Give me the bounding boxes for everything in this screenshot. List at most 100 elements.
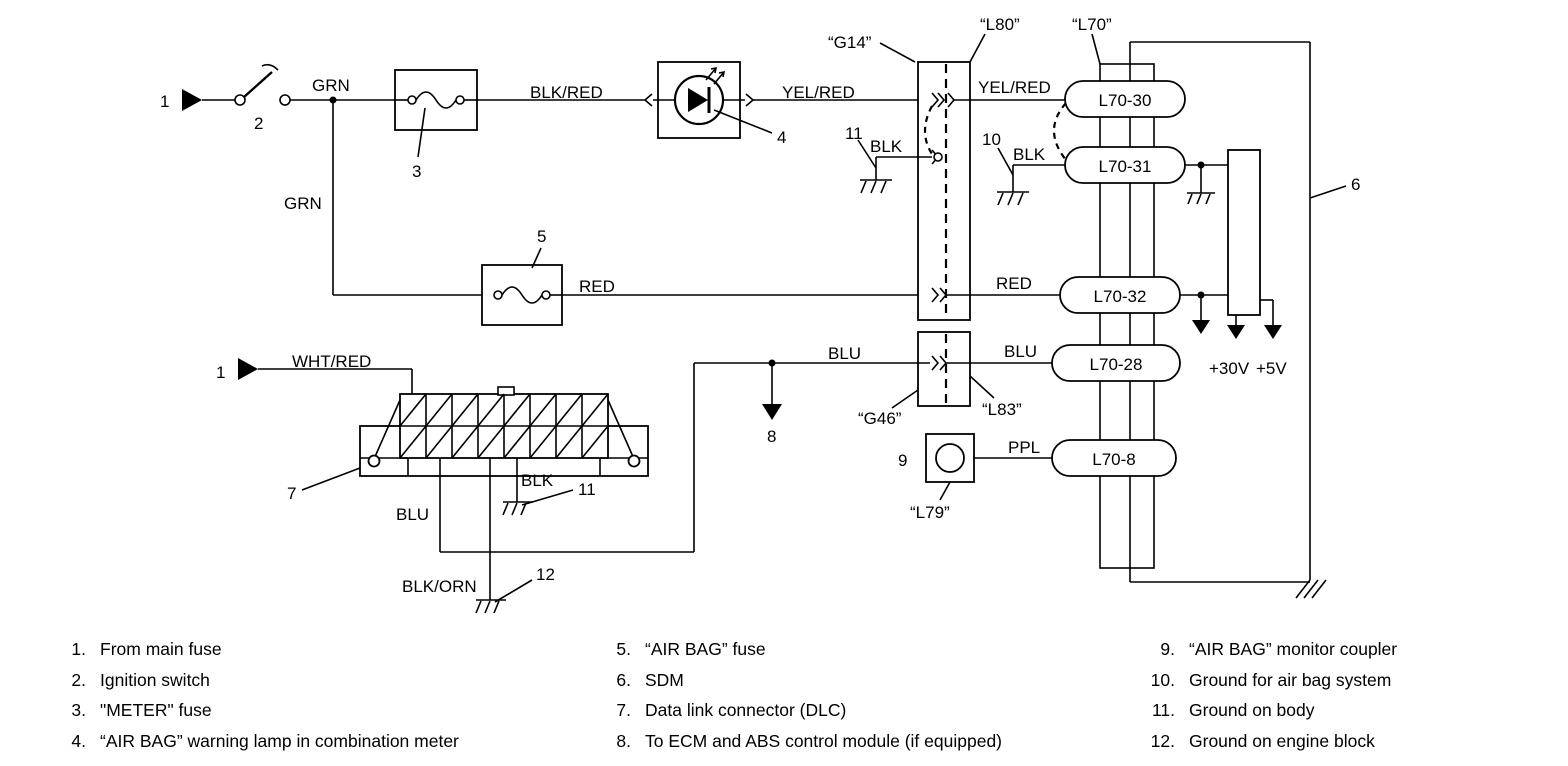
- legend-item-number: 9.: [1160, 639, 1175, 659]
- connector-g46-l83: [891, 331, 995, 409]
- wire-label-blu-2: BLU: [1004, 342, 1037, 361]
- connector-label-l83: “L83”: [982, 400, 1022, 419]
- legend-item-number: 11.: [1151, 700, 1175, 720]
- main-fuse-input-bottom: [238, 358, 413, 394]
- callout-2: 2: [254, 114, 263, 133]
- wire-label-blk-dlc: BLK: [521, 471, 554, 490]
- airbag-warning-lamp: [643, 61, 773, 139]
- wire-label-yel-red-1: YEL/RED: [782, 83, 855, 102]
- legend-item-number: 3.: [71, 700, 86, 720]
- legend-item-number: 10.: [1150, 669, 1175, 690]
- legend-item: 1. From main fuse: [68, 634, 459, 665]
- legend-item-text: Ignition switch: [100, 669, 210, 690]
- legend-item: 10. Ground for air bag system: [1146, 665, 1397, 696]
- legend-item: 7. Data link connector (DLC): [613, 695, 1002, 726]
- legend-item-text: Ground on engine block: [1189, 730, 1375, 751]
- terminal-l70-32: L70-32: [1059, 276, 1181, 314]
- connector-label-l70: “L70”: [1072, 15, 1112, 34]
- legend-item: 6. SDM: [613, 665, 1002, 696]
- wire-label-blu-dlc: BLU: [396, 505, 429, 524]
- wire-label-wht-red: WHT/RED: [292, 352, 371, 371]
- wire-label-blk-11: BLK: [870, 137, 903, 156]
- legend-column-1: 1. From main fuse 2. Ignition switch 3. "ME…: [68, 634, 459, 756]
- legend-item-text: “AIR BAG” warning lamp in combination me…: [100, 730, 459, 751]
- legend-item: 11. Ground on body: [1146, 695, 1397, 726]
- callout-3: 3: [412, 162, 421, 181]
- voltage-label-30v: +30V: [1209, 359, 1250, 378]
- legend-item-text: Ground on body: [1189, 700, 1315, 720]
- wire-label-red-2: RED: [996, 274, 1032, 293]
- callout-7: 7: [287, 484, 296, 503]
- connector-label-l80: “L80”: [980, 15, 1020, 34]
- callout-9: 9: [898, 451, 907, 470]
- ignition-switch: [243, 63, 291, 106]
- callout-6: 6: [1351, 175, 1360, 194]
- connector-label-g14: “G14”: [828, 33, 872, 52]
- ground-airbag-system-10: [997, 147, 1065, 206]
- airbag-fuse: [481, 247, 563, 326]
- ground-on-body-11-dlc: [502, 458, 574, 516]
- legend-item-number: 7.: [616, 700, 631, 720]
- legend-item-number: 1.: [71, 639, 86, 659]
- legend-item: 3. "METER" fuse: [68, 695, 459, 726]
- legend-item: 5.“AIR BAG” fuse: [613, 634, 1002, 665]
- terminal-label: L70-8: [1092, 450, 1135, 469]
- legend-item-text: SDM: [645, 669, 684, 690]
- wire-label-yel-red-2: YEL/RED: [978, 78, 1051, 97]
- wire-label-red-1: RED: [579, 277, 615, 296]
- legend-item: 9. “AIR BAG” monitor coupler: [1146, 634, 1397, 665]
- ground-on-body-11-top: [857, 139, 932, 194]
- callout-4: 4: [777, 128, 786, 147]
- legend-item: 12. Ground on engine block: [1146, 726, 1397, 757]
- wire-label-blk-red: BLK/RED: [530, 83, 603, 102]
- connector-label-l79: “L79”: [910, 503, 950, 522]
- terminal-l70-8: L70-8: [1051, 439, 1177, 477]
- callout-11-dlc: 11: [578, 480, 596, 499]
- legend-item-number: 6.: [616, 669, 631, 690]
- meter-fuse: [394, 69, 478, 158]
- wire-label-grn-left: GRN: [284, 194, 322, 213]
- legend-item: 4. “AIR BAG” warning lamp in combination …: [68, 726, 459, 757]
- legend-item-text: To ECM and ABS control module (if equipp…: [645, 730, 1002, 751]
- callout-1-top: 1: [160, 92, 169, 111]
- wire-label-ppl: PPL: [1008, 438, 1040, 457]
- callout-11-top: 11: [845, 124, 863, 143]
- legend-item-number: 2.: [71, 669, 86, 690]
- legend-item: 2. Ignition switch: [68, 665, 459, 696]
- ground-engine-block-12: [475, 458, 533, 614]
- terminal-l70-28: L70-28: [1051, 344, 1181, 382]
- legend-item: 8. To ECM and ABS control module (if equi…: [613, 726, 1002, 757]
- legend-item-number: 5.: [616, 639, 631, 659]
- airbag-monitor-coupler: [925, 433, 1052, 501]
- legend-item-number: 12.: [1150, 730, 1175, 751]
- terminal-label: L70-28: [1090, 355, 1143, 374]
- callout-5: 5: [537, 227, 546, 246]
- connector-label-g46: “G46”: [858, 409, 902, 428]
- legend-item-text: “AIR BAG” monitor coupler: [1189, 639, 1398, 659]
- legend-item-number: 4.: [71, 730, 86, 751]
- main-fuse-input-top: [182, 89, 246, 111]
- terminal-label: L70-30: [1099, 91, 1152, 110]
- terminal-label: L70-31: [1099, 157, 1152, 176]
- terminal-label: L70-32: [1094, 287, 1147, 306]
- terminal-l70-31: L70-31: [1064, 146, 1186, 184]
- legend-item-text: From main fuse: [100, 639, 222, 659]
- callout-1-bottom: 1: [216, 363, 225, 382]
- voltage-label-5v: +5V: [1256, 359, 1287, 378]
- legend-item-number: 8.: [616, 730, 631, 751]
- data-link-connector: [301, 386, 649, 491]
- callout-10: 10: [982, 130, 1001, 149]
- legend-item-text: "METER" fuse: [100, 700, 212, 720]
- connector-g14-l80: [879, 33, 986, 321]
- terminal-l70-30: L70-30: [1064, 80, 1186, 118]
- ecm-abs-output-8: [762, 363, 782, 420]
- wire-label-grn-top: GRN: [312, 76, 350, 95]
- wire-label-blu-1: BLU: [828, 344, 861, 363]
- callout-12: 12: [536, 565, 555, 584]
- wire-label-blk-10: BLK: [1013, 145, 1046, 164]
- legend-item-text: Ground for air bag system: [1189, 669, 1392, 690]
- legend-item-text: Data link connector (DLC): [645, 700, 847, 720]
- sdm: [1129, 41, 1347, 599]
- legend-column-3: 9. “AIR BAG” monitor coupler 10. Ground fo…: [1146, 634, 1397, 756]
- callout-8: 8: [767, 427, 776, 446]
